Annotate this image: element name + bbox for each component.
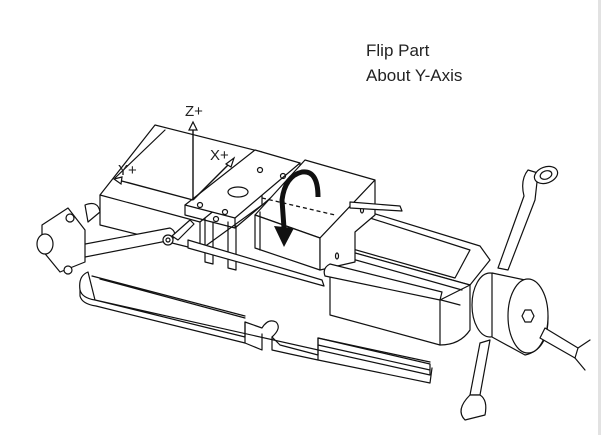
z-axis-label: Z+ — [185, 103, 203, 120]
fixed-jaw — [99, 124, 263, 251]
clamp-plates — [184, 149, 301, 271]
caption-line-1: Flip Part — [366, 41, 430, 60]
x-axis-label: X+ — [210, 147, 229, 164]
instruction-caption: Flip Part About Y-Axis — [366, 38, 462, 88]
x-axis-arrow-icon — [224, 156, 236, 168]
guide-rods — [187, 201, 443, 301]
dashed-rotation-axis — [261, 197, 336, 216]
y-axis-arrow-icon — [112, 176, 123, 186]
y-axis-line — [117, 179, 194, 201]
vise-base — [79, 271, 433, 384]
page-edge-divider — [598, 0, 601, 435]
y-axis-label: Y+ — [118, 162, 137, 179]
coordinate-axes: Z+ X+ Y+ — [112, 103, 236, 201]
z-axis-arrow-icon — [188, 120, 198, 131]
x-axis-line — [192, 162, 231, 201]
caption-line-2: About Y-Axis — [366, 66, 463, 85]
left-lever — [36, 202, 195, 275]
rotation-arrow-icon — [274, 169, 321, 247]
handwheel — [460, 165, 591, 421]
